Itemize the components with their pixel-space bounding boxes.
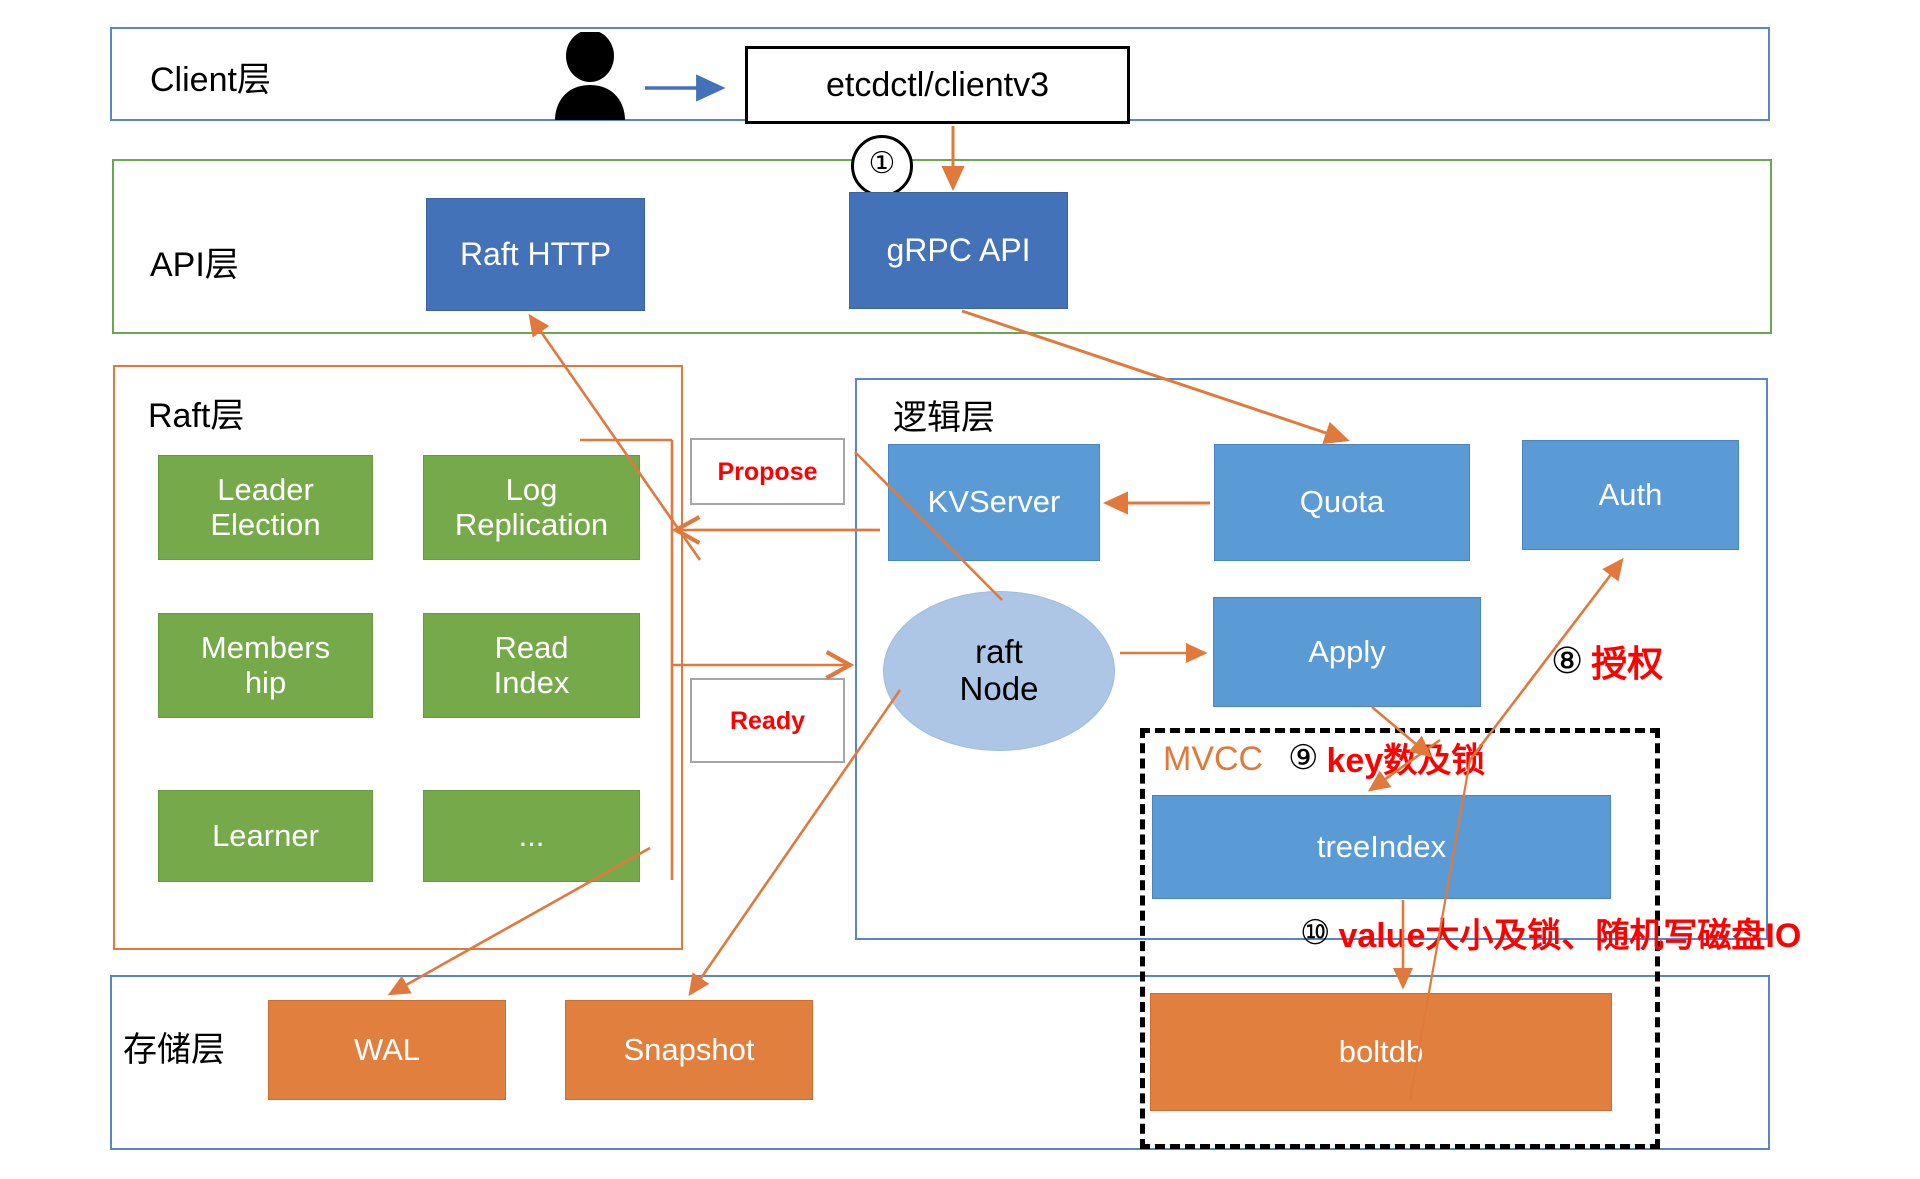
grpc-api-node[interactable]: gRPC API xyxy=(849,192,1068,309)
boltdb-label: boltdb xyxy=(1338,1033,1424,1069)
annotation-9-text: key数及锁 xyxy=(1326,742,1486,780)
storage-layer-container xyxy=(110,975,1770,1150)
quota-label: Quota xyxy=(1299,484,1385,520)
log-replication-line2: Replication xyxy=(454,506,609,542)
treeindex-node[interactable]: treeIndex xyxy=(1152,795,1611,899)
read-index-line1: Read xyxy=(494,629,569,665)
api-layer-container xyxy=(112,159,1772,334)
auth-label: Auth xyxy=(1598,476,1663,512)
apply-node[interactable]: Apply xyxy=(1213,597,1481,707)
annotation-8: ⑧ 授权 xyxy=(1551,635,1663,687)
propose-label-box: Propose xyxy=(690,438,845,505)
annotation-8-text: 授权 xyxy=(1591,643,1664,684)
apply-label: Apply xyxy=(1308,633,1386,669)
client-layer-title: Client层 xyxy=(150,61,271,99)
annotation-10-number: ⑩ xyxy=(1300,913,1331,952)
etc-node[interactable]: ... xyxy=(423,790,640,882)
learner-label: Learner xyxy=(212,817,319,853)
annotation-9-number: ⑨ xyxy=(1288,738,1319,777)
propose-label: Propose xyxy=(717,457,818,486)
snapshot-node[interactable]: Snapshot xyxy=(565,1000,813,1100)
grpc-api-label: gRPC API xyxy=(886,231,1031,268)
learner-node[interactable]: Learner xyxy=(158,790,373,882)
api-layer-title: API层 xyxy=(150,246,239,284)
ready-label-box: Ready xyxy=(690,678,845,763)
raft-layer-title: Raft层 xyxy=(148,397,245,435)
annotation-10: ⑩ value大小及锁、随机写磁盘IO xyxy=(1300,908,1801,957)
logic-layer-title: 逻辑层 xyxy=(893,399,995,437)
read-index-line2: Index xyxy=(493,664,570,700)
raft-http-node[interactable]: Raft HTTP xyxy=(426,198,645,311)
annotation-10-text: value大小及锁、随机写磁盘IO xyxy=(1338,917,1802,955)
etc-label: ... xyxy=(518,817,545,853)
auth-node[interactable]: Auth xyxy=(1522,440,1739,550)
step-marker-1: ① xyxy=(851,135,913,197)
leader-election-line1: Leader xyxy=(217,471,314,507)
mvcc-label: MVCC xyxy=(1163,740,1264,778)
treeindex-label: treeIndex xyxy=(1316,828,1447,864)
annotation-9: ⑨ key数及锁 xyxy=(1288,733,1485,782)
step-marker-1-label: ① xyxy=(868,146,896,180)
wal-node[interactable]: WAL xyxy=(268,1000,506,1100)
snapshot-label: Snapshot xyxy=(623,1031,755,1067)
raft-node-line1: raft xyxy=(975,633,1023,671)
read-index-node[interactable]: Read Index xyxy=(423,613,640,718)
raft-http-label: Raft HTTP xyxy=(459,235,612,272)
boltdb-node[interactable]: boltdb xyxy=(1150,993,1612,1111)
membership-line2: hip xyxy=(244,664,287,700)
annotation-8-number: ⑧ xyxy=(1551,640,1584,681)
log-replication-line1: Log xyxy=(505,471,558,507)
membership-node[interactable]: Members hip xyxy=(158,613,373,718)
raft-node-line2: Node xyxy=(959,670,1039,707)
kvserver-label: KVServer xyxy=(927,484,1061,520)
storage-layer-title: 存储层 xyxy=(123,1031,225,1069)
leader-election-node[interactable]: Leader Election xyxy=(158,455,373,560)
person-icon xyxy=(545,30,635,120)
etcdctl-clientv3-node[interactable]: etcdctl/clientv3 xyxy=(745,46,1130,124)
kvserver-node[interactable]: KVServer xyxy=(888,444,1100,561)
etcdctl-clientv3-label: etcdctl/clientv3 xyxy=(826,65,1049,104)
raft-node-ellipse[interactable]: raft Node xyxy=(883,591,1115,751)
quota-node[interactable]: Quota xyxy=(1214,444,1470,561)
log-replication-node[interactable]: Log Replication xyxy=(423,455,640,560)
membership-line1: Members xyxy=(200,629,331,665)
ready-label: Ready xyxy=(729,706,806,735)
wal-label: WAL xyxy=(353,1031,421,1067)
leader-election-line2: Election xyxy=(210,506,321,542)
